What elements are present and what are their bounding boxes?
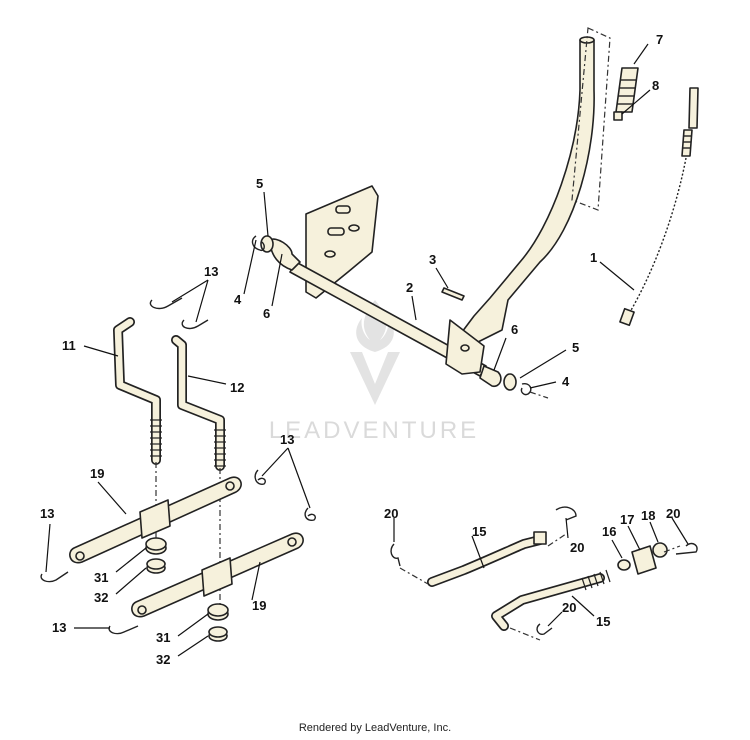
hairpin-clips-20 <box>390 506 698 636</box>
callout-5-right: 5 <box>572 340 579 355</box>
callout-16: 16 <box>602 524 616 539</box>
lift-shaft <box>289 261 487 377</box>
callout-7: 7 <box>656 32 663 47</box>
leader-lines <box>45 43 689 657</box>
callout-20-bottom: 20 <box>562 600 576 615</box>
callout-6-right: 6 <box>511 322 518 337</box>
callout-31-upper: 31 <box>94 570 108 585</box>
watermark-flame-logo <box>350 300 400 405</box>
callout-20-center: 20 <box>570 540 584 555</box>
callout-11: 11 <box>62 338 76 353</box>
grip-nut <box>613 111 623 121</box>
callout-15-upper: 15 <box>472 524 486 539</box>
callout-labels: 1 2 3 4 4 5 5 6 6 7 8 11 12 13 13 13 13 … <box>40 32 680 667</box>
callout-13-bottom: 13 <box>52 620 66 635</box>
handle-grip-phantom <box>571 27 611 211</box>
callout-15-lower: 15 <box>596 614 610 629</box>
hairpin-clip-left <box>251 235 265 252</box>
bushing-left <box>269 238 301 271</box>
right-shaft-hardware <box>479 365 549 399</box>
hairpin-clip-right <box>520 382 532 396</box>
watermark-text: LEADVENTURE <box>269 417 479 444</box>
callout-19-lower: 19 <box>252 598 266 613</box>
lift-cable <box>619 87 699 327</box>
washer-right <box>503 373 517 391</box>
callout-32-upper: 32 <box>94 590 108 605</box>
callout-17: 17 <box>620 512 634 527</box>
watermark: LEADVENTURE <box>269 300 479 444</box>
callout-2: 2 <box>406 280 413 295</box>
callout-13-middle: 13 <box>280 432 294 447</box>
callout-5-left: 5 <box>256 176 263 191</box>
callout-32-lower: 32 <box>156 652 170 667</box>
footer-credit: Rendered by LeadVenture, Inc. <box>298 722 452 734</box>
nut-32-upper <box>146 558 166 574</box>
lift-link-11 <box>113 317 162 465</box>
left-shaft-hardware <box>251 235 301 271</box>
nut-16 <box>617 559 631 571</box>
callout-8: 8 <box>652 78 659 93</box>
nut-18 <box>652 542 668 558</box>
lift-link-12 <box>171 335 226 471</box>
bushing-right <box>479 365 502 388</box>
nut-32-lower <box>208 626 228 642</box>
lift-lever-assembly <box>461 27 611 347</box>
mounting-bracket <box>305 185 379 299</box>
lift-arm-lower <box>131 532 304 618</box>
rod-15-lower <box>491 569 611 631</box>
callout-1: 1 <box>590 250 597 265</box>
callout-13-top: 13 <box>204 264 218 279</box>
callout-13-left: 13 <box>40 506 54 521</box>
bushing-31-upper <box>145 537 167 555</box>
callout-12: 12 <box>230 380 244 395</box>
callout-20-right: 20 <box>666 506 680 521</box>
callout-4-right: 4 <box>562 374 570 389</box>
lift-arm-upper <box>69 476 242 564</box>
callout-31-lower: 31 <box>156 630 170 645</box>
rod-15-upper <box>427 531 547 587</box>
handle-grip <box>615 67 639 113</box>
callout-3: 3 <box>429 252 436 267</box>
trunnion-17 <box>631 545 657 575</box>
callout-4-left: 4 <box>234 292 242 307</box>
lift-lever <box>461 39 595 347</box>
callout-20-left: 20 <box>384 506 398 521</box>
callout-18: 18 <box>641 508 655 523</box>
callout-19-upper: 19 <box>90 466 104 481</box>
bushing-31-lower <box>207 603 229 621</box>
callout-6-left: 6 <box>263 306 270 321</box>
pin <box>441 287 465 301</box>
